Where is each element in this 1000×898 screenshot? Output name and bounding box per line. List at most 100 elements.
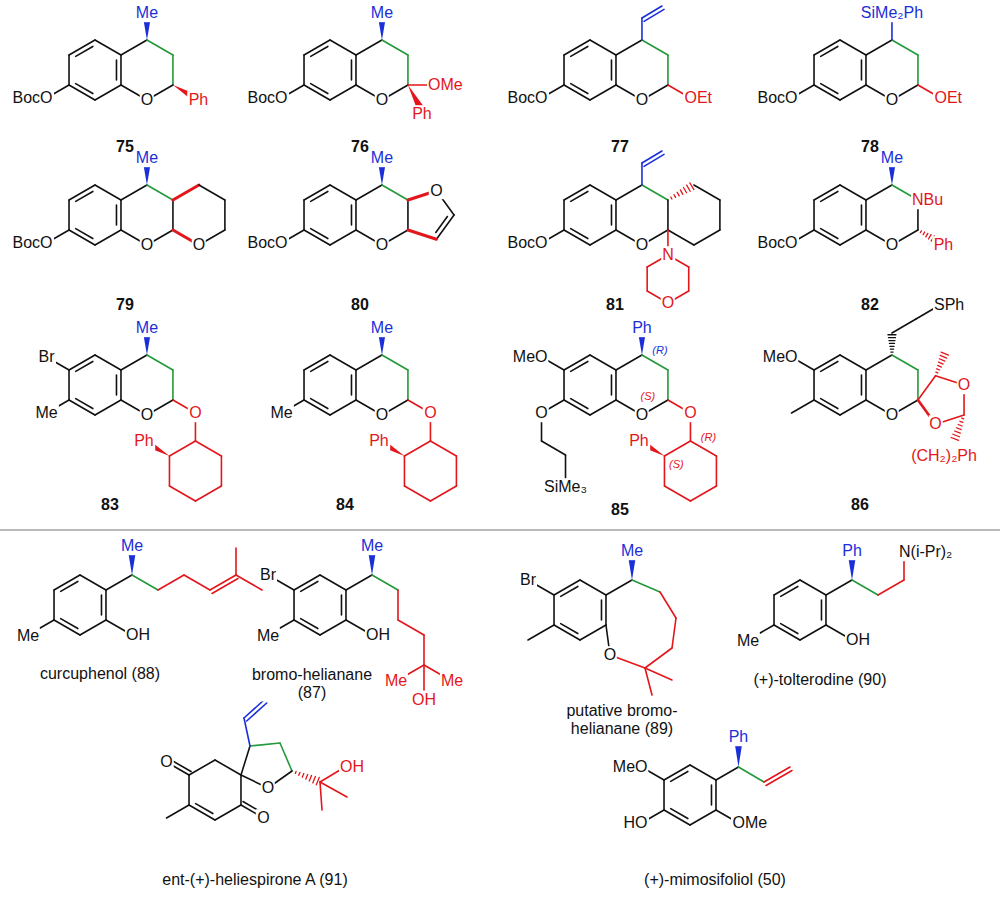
bond bbox=[888, 337, 895, 338]
bond bbox=[240, 775, 242, 805]
bond bbox=[590, 40, 616, 55]
bond bbox=[667, 200, 669, 230]
bond bbox=[571, 46, 588, 56]
atom-label: Ph bbox=[841, 542, 863, 560]
atom-label: Me bbox=[370, 4, 394, 22]
bond bbox=[690, 183, 694, 190]
bond bbox=[299, 772, 300, 775]
bond bbox=[95, 355, 121, 370]
atom-label: O bbox=[635, 236, 649, 254]
divider bbox=[0, 529, 1000, 530]
bond bbox=[903, 559, 905, 580]
bond bbox=[800, 580, 826, 595]
bond bbox=[800, 625, 826, 640]
bond bbox=[590, 230, 616, 245]
bond bbox=[928, 235, 931, 239]
bond bbox=[826, 580, 852, 595]
bond bbox=[76, 361, 93, 371]
bond bbox=[865, 200, 867, 230]
bond bbox=[95, 85, 121, 100]
bond bbox=[120, 200, 122, 230]
bond bbox=[671, 809, 688, 819]
bond bbox=[615, 200, 617, 230]
bond bbox=[781, 624, 798, 634]
bond bbox=[663, 780, 665, 810]
atom-label: O bbox=[885, 236, 899, 254]
atom-label: Ph bbox=[728, 728, 750, 746]
bond bbox=[891, 20, 893, 40]
bond bbox=[436, 215, 454, 239]
bond bbox=[330, 185, 356, 200]
bond bbox=[580, 625, 606, 640]
bond bbox=[301, 581, 318, 591]
bond bbox=[311, 361, 328, 371]
bond bbox=[172, 200, 174, 230]
bond bbox=[355, 200, 357, 230]
bond bbox=[561, 586, 578, 596]
bond bbox=[456, 456, 458, 486]
bond bbox=[667, 55, 669, 85]
bond bbox=[606, 580, 632, 595]
atom-label: O bbox=[603, 646, 617, 664]
bond bbox=[840, 400, 866, 415]
bond bbox=[80, 620, 106, 635]
bond bbox=[878, 580, 904, 595]
atom-label: MeO bbox=[762, 348, 799, 366]
bond bbox=[962, 417, 964, 419]
bond bbox=[244, 718, 250, 746]
bond bbox=[865, 370, 867, 400]
bond bbox=[195, 441, 221, 456]
bond bbox=[423, 635, 425, 665]
stereo-descriptor: (R) bbox=[651, 344, 668, 356]
bond bbox=[355, 55, 357, 85]
compound-number: 84 bbox=[335, 496, 355, 514]
atom-label: O bbox=[261, 779, 275, 797]
atom-label: OEt bbox=[933, 89, 963, 107]
atom-label: Ph bbox=[368, 432, 390, 450]
atom-label: Me bbox=[620, 542, 644, 560]
atom-label: O bbox=[140, 406, 154, 424]
bond bbox=[716, 767, 739, 780]
atom-label: Ph bbox=[933, 236, 955, 254]
wedge-bond bbox=[848, 557, 856, 580]
bond bbox=[668, 230, 694, 245]
atom-label: Ph bbox=[133, 432, 155, 450]
atom-label: O bbox=[423, 404, 437, 422]
bond bbox=[68, 370, 70, 400]
atom-label: O bbox=[375, 91, 389, 109]
bond bbox=[196, 804, 213, 814]
bond bbox=[955, 431, 961, 433]
compound-name: (+)-tolterodine (90) bbox=[753, 671, 888, 689]
bond bbox=[688, 267, 690, 291]
bond bbox=[861, 205, 863, 225]
atom-label: O bbox=[534, 404, 548, 422]
atom-label: Me bbox=[440, 672, 464, 690]
bond bbox=[345, 590, 347, 620]
bond bbox=[398, 620, 424, 635]
atom-label: HO bbox=[623, 814, 649, 832]
bond bbox=[76, 46, 93, 56]
bond bbox=[116, 375, 118, 395]
bond bbox=[667, 370, 669, 400]
bond bbox=[320, 782, 322, 810]
bond bbox=[382, 185, 408, 200]
bond bbox=[937, 369, 940, 370]
bond bbox=[671, 771, 688, 781]
bond bbox=[313, 776, 316, 783]
bond bbox=[303, 370, 305, 400]
bond bbox=[611, 375, 613, 395]
atom-label: OH bbox=[411, 691, 437, 709]
atom-label: Me bbox=[16, 627, 40, 645]
bond bbox=[68, 200, 70, 230]
bond bbox=[664, 456, 666, 486]
bond bbox=[423, 665, 425, 690]
bond bbox=[773, 595, 775, 625]
atom-label: Me bbox=[256, 627, 280, 645]
bond bbox=[106, 575, 132, 590]
bond bbox=[840, 40, 866, 55]
atom-label: Me bbox=[736, 632, 760, 650]
bond bbox=[250, 743, 280, 746]
bond bbox=[528, 625, 554, 640]
bond bbox=[890, 349, 893, 350]
